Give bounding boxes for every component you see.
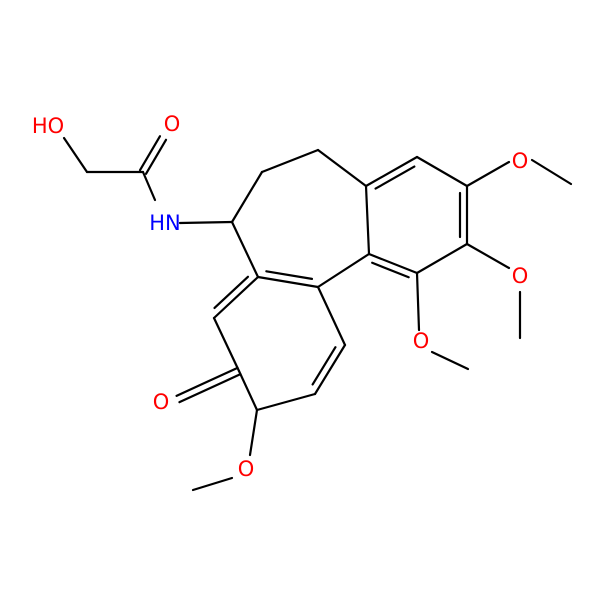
atom-label-methoxy-oxygen-c2: O <box>512 264 529 288</box>
atom-label-methoxy-oxygen-c10: O <box>238 457 255 481</box>
bond-c3-o <box>465 160 511 188</box>
bond-benz-5-inner <box>371 261 410 279</box>
atom-label-amide-carbonyl-oxygen: O <box>164 112 181 136</box>
bond-tropone-carbonyl-double <box>178 373 242 404</box>
bond-tropone-carbonyl-double <box>175 366 239 397</box>
bond-c10-o <box>248 408 259 457</box>
bond-layer <box>62 135 573 492</box>
bond-trop-3 <box>313 343 347 396</box>
bond-benz-6 <box>364 184 371 256</box>
bond-o-ch3-c1 <box>430 350 470 371</box>
bond-trop-4 <box>255 392 317 412</box>
bond-benz-5 <box>367 252 419 275</box>
bond-c2-o <box>465 242 511 270</box>
bond-trop-3-inner <box>311 346 337 386</box>
bond-ho-ch2 <box>62 136 89 174</box>
bond-c7-c7a <box>230 220 260 279</box>
atom-label-methoxy-oxygen-c1: O <box>413 329 430 353</box>
bond-c5-c4a <box>316 148 368 188</box>
bond-trop-2 <box>316 285 347 347</box>
bond-trop-7-inner <box>213 275 250 310</box>
bond-trop-1 <box>256 275 320 289</box>
bond-trop-5 <box>237 369 259 412</box>
bond-trop-7 <box>212 275 260 320</box>
bond-o-ch3-c10 <box>191 476 234 492</box>
atom-label-amide-nitrogen: HN <box>149 211 181 235</box>
bond-carbonyl-n <box>141 170 157 202</box>
bond-c1-o <box>415 271 421 332</box>
atom-label-layer: HO O HN O O O O O <box>32 112 528 481</box>
bond-o-ch3-c3 <box>530 158 573 186</box>
bond-amide-carbonyl-double <box>138 135 162 172</box>
bond-trop-6 <box>212 316 241 373</box>
bond-trop-1-inner <box>265 270 314 280</box>
atom-label-hydroxyl-oxygen: HO <box>32 114 64 138</box>
bond-benz-1-inner <box>374 165 416 190</box>
atom-label-methoxy-oxygen-c3: O <box>512 149 529 173</box>
bond-benz-1 <box>364 155 419 188</box>
bond-c6-c5 <box>260 148 320 174</box>
bond-amide-carbonyl-double <box>144 138 168 175</box>
bond-n-c7 <box>178 220 234 225</box>
bond-c12b-c12a <box>316 252 371 289</box>
bond-benz-4 <box>415 242 469 275</box>
bond-benz-2 <box>415 155 469 188</box>
atom-label-tropone-carbonyl-oxygen: O <box>153 390 170 414</box>
bond-c7-c6 <box>230 170 264 224</box>
